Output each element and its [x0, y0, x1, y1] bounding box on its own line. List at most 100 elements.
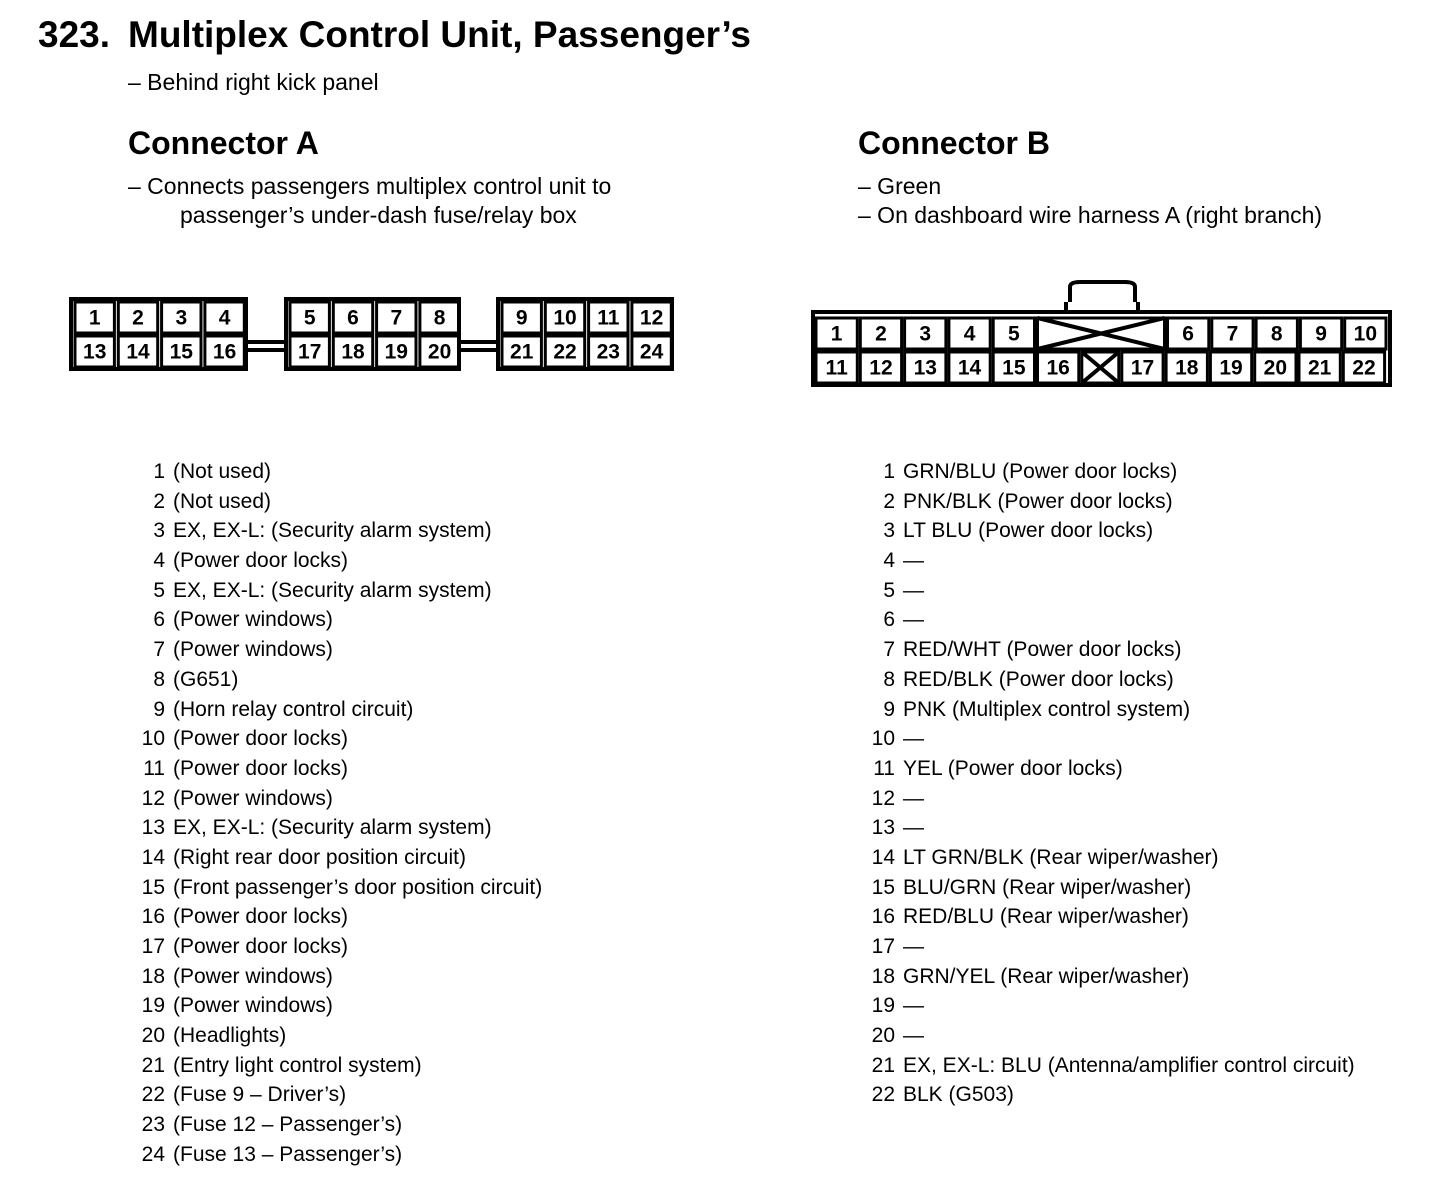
pin-description: (Not used): [173, 489, 272, 513]
connector-a-pin-cell: 24: [630, 334, 673, 369]
connector-b-pin-cell: 21: [1297, 350, 1342, 385]
connector-a-title: Connector A: [128, 125, 319, 161]
connector-a-pin-row: 8(G651): [131, 665, 542, 695]
connector-b-pin-row: 13—: [861, 813, 1355, 843]
svg-text:15: 15: [1002, 357, 1026, 380]
connector-b-pin-row: 10—: [861, 724, 1355, 754]
pin-number: 20: [871, 1024, 895, 1048]
pin-number: 6: [153, 608, 165, 632]
connector-a-pin-cell: 23: [587, 334, 630, 369]
pin-description: —: [903, 786, 924, 810]
pin-number: 8: [153, 667, 165, 691]
connector-b-pin-cell: 12: [858, 350, 904, 385]
svg-text:12: 12: [869, 357, 892, 380]
connector-a-pin-cell: 1: [73, 300, 116, 335]
pin-number: 19: [141, 994, 165, 1018]
connector-b-pin-cell: 7: [1210, 316, 1255, 351]
pin-number: 21: [141, 1053, 165, 1077]
svg-text:21: 21: [1308, 357, 1332, 380]
svg-text:6: 6: [1182, 323, 1194, 346]
pin-number: 18: [141, 964, 165, 988]
connector-b-pin-row: 14 LT GRN/BLK (Rear wiper/washer): [861, 843, 1355, 873]
svg-text:14: 14: [126, 341, 150, 364]
pin-number: 9: [883, 697, 895, 721]
pin-description: BLU/GRN (Rear wiper/washer): [903, 875, 1192, 899]
connector-b-pin-cell: 4: [947, 316, 992, 351]
pin-description: (Power windows): [173, 786, 333, 810]
pin-description: (Front passenger’s door position circuit…: [173, 875, 543, 899]
connector-a-pin-row: 22(Fuse 9 – Driver’s): [131, 1080, 542, 1110]
pin-description: BLK (G503): [903, 1083, 1014, 1107]
connector-a-pin-row: 6(Power windows): [131, 605, 542, 635]
connector-b-pin-row: 3 LT BLU (Power door locks): [861, 516, 1355, 546]
connector-a-pin-row: 1(Not used): [131, 457, 542, 487]
connector-a-pin-row: 23(Fuse 12 – Passenger’s): [131, 1110, 542, 1140]
pin-number: 14: [871, 845, 895, 869]
pin-description: PNK (Multiplex control system): [903, 697, 1191, 721]
connector-a-pin-cell: 18: [331, 334, 375, 369]
connector-b-housing: [811, 310, 1392, 387]
connector-a-pin-cell: 8: [418, 300, 461, 335]
connector-b-pin-cell: 22: [1341, 350, 1387, 385]
connector-a-pin-cell: 9: [500, 300, 543, 335]
connector-b-latch-tab: [1068, 280, 1137, 302]
svg-text:11: 11: [597, 307, 620, 330]
pin-description: PNK/BLK (Power door locks): [903, 489, 1173, 513]
pin-number: 12: [871, 786, 895, 810]
connector-a-pin-row: 14(Right rear door position circuit): [131, 843, 542, 873]
svg-text:4: 4: [219, 307, 231, 330]
connector-a-pin-cell: 6: [331, 300, 375, 335]
pin-number: 19: [871, 994, 895, 1018]
pin-number: 12: [141, 786, 165, 810]
svg-text:15: 15: [170, 341, 194, 364]
svg-text:8: 8: [1271, 323, 1283, 346]
connector-b-pin-cell: 11: [814, 350, 859, 385]
pin-description: —: [903, 1024, 924, 1048]
pin-description: LT BLU (Power door locks): [903, 519, 1154, 543]
svg-text:20: 20: [428, 341, 451, 364]
pin-description: (Power door locks): [173, 549, 349, 573]
svg-text:3: 3: [175, 307, 187, 330]
svg-text:24: 24: [640, 341, 664, 364]
pin-number: 10: [141, 727, 165, 751]
pin-number: 24: [141, 1142, 165, 1166]
connector-a-desc-line1: – Connects passengers multiplex control …: [128, 173, 612, 199]
connector-a-pin-row: 16(Power door locks): [131, 902, 542, 932]
connector-b-pin-cell: 14: [947, 350, 992, 385]
connector-b-pin-row: 20 —: [861, 1021, 1355, 1051]
connector-a-pin-row: 24(Fuse 13 – Passenger’s): [131, 1140, 542, 1170]
connector-a-pin-row: 7(Power windows): [131, 635, 542, 665]
pin-description: (Power windows): [173, 964, 333, 988]
pin-description: GRN/BLU (Power door locks): [903, 460, 1178, 483]
pin-number: 15: [141, 875, 165, 899]
connector-a-pin-cell: 5: [288, 300, 331, 335]
pin-number: 3: [883, 519, 895, 543]
pin-description: —: [903, 816, 924, 840]
svg-text:5: 5: [1008, 323, 1020, 346]
pin-description: (Power door locks): [173, 756, 349, 780]
pin-description: RED/WHT (Power door locks): [903, 638, 1182, 662]
pin-number: 21: [871, 1053, 895, 1077]
pin-description: —: [903, 608, 924, 632]
pin-description: (Right rear door position circuit): [173, 845, 466, 869]
svg-text:18: 18: [1175, 357, 1199, 380]
pin-description: EX, EX-L: (Security alarm system): [173, 816, 492, 840]
pin-description: —: [903, 727, 924, 751]
svg-text:2: 2: [875, 323, 887, 346]
connector-b-pin-row: 19—: [861, 991, 1355, 1021]
connector-b-pin-cell: 1: [814, 316, 859, 351]
connector-b-key-blank: [1036, 316, 1166, 351]
connector-a-pin-cell: 19: [375, 334, 418, 369]
pin-description: LT GRN/BLK (Rear wiper/washer): [903, 845, 1219, 869]
connector-b-desc-line2: – On dashboard wire harness A (right bra…: [858, 202, 1323, 228]
pin-number: 20: [141, 1024, 165, 1048]
connector-b-pin-cell: 15: [991, 350, 1037, 385]
svg-text:22: 22: [1352, 357, 1375, 380]
